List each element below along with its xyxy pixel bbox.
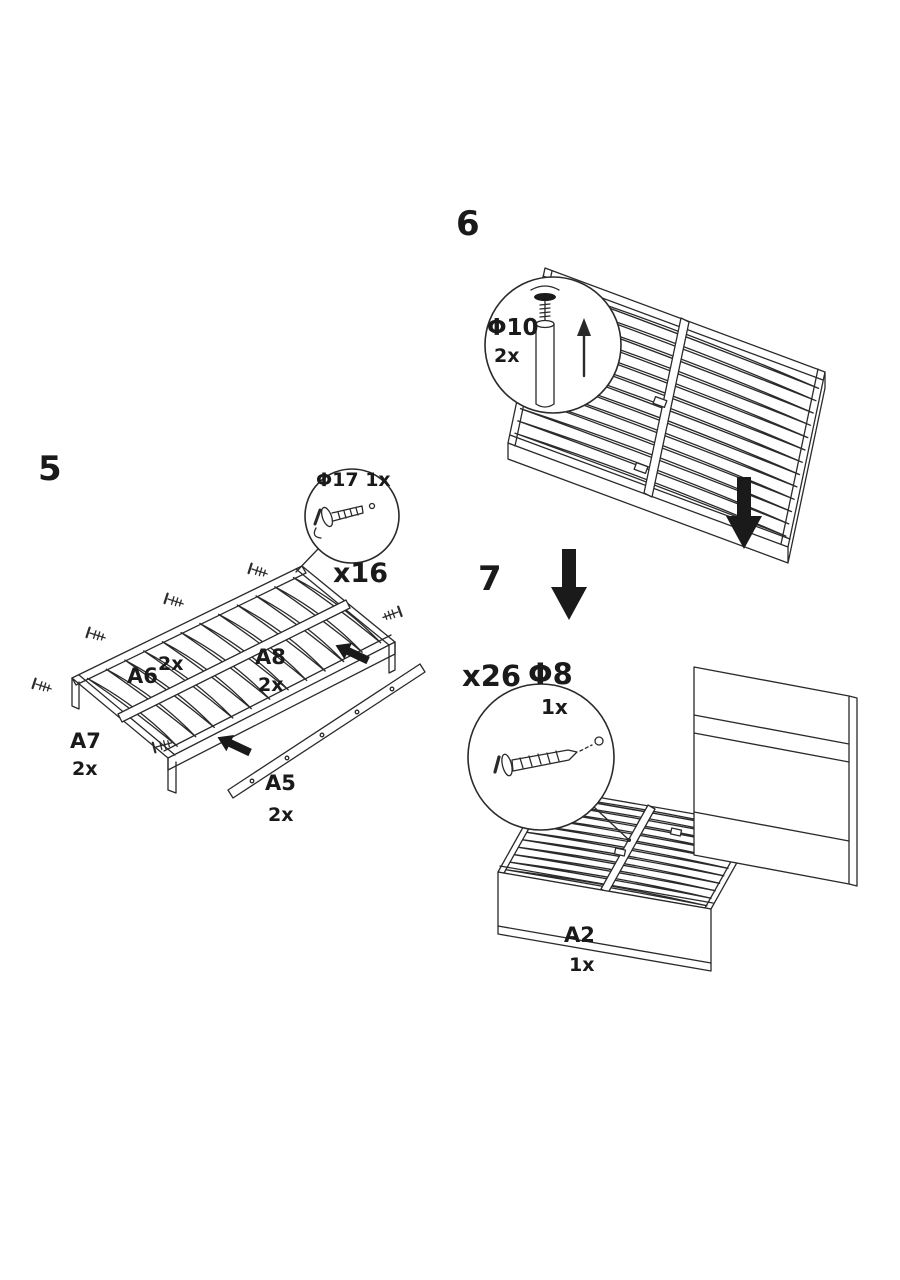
phi17-count-label: x16 <box>333 558 388 589</box>
mount-tab <box>633 462 649 474</box>
center-beam <box>643 317 690 498</box>
center-beam <box>117 599 351 723</box>
slats <box>514 284 820 537</box>
callout-leader <box>295 548 319 573</box>
part-label-A2: A2 <box>564 923 595 947</box>
part-qty-A8: 2x <box>258 674 284 696</box>
phi8-qty-label: 1x <box>541 695 568 719</box>
a5-rail <box>227 663 426 799</box>
phi10-qty-label: 2x <box>494 345 520 367</box>
mount-tab <box>652 396 668 408</box>
phi8-callout-circle <box>467 683 615 831</box>
step6-number: 6 <box>456 204 480 244</box>
phi8-screw-icon <box>493 736 604 777</box>
mount-tab <box>613 847 627 857</box>
part-qty-A6: 2x <box>158 653 184 675</box>
down-arrow-icon <box>551 549 587 620</box>
phi10-leg-icon <box>530 285 591 408</box>
side-rail <box>497 871 712 972</box>
step5-number: 5 <box>38 449 62 489</box>
mount-tab <box>669 827 683 837</box>
phi8-part-label: Φ8 <box>528 657 573 691</box>
leg <box>167 757 177 794</box>
part-label-A5: A5 <box>265 771 296 795</box>
slat-frame-front-rail <box>163 634 396 771</box>
slat-frame-back-rail <box>71 565 307 686</box>
part-label-A6: A6 <box>127 664 158 688</box>
step6-drawing <box>484 267 826 620</box>
part-qty-A2: 1x <box>569 954 595 976</box>
leg <box>71 677 80 710</box>
part-label-A7: A7 <box>70 729 101 753</box>
phi17-screw-icon <box>313 502 376 539</box>
callout-leader <box>593 806 630 841</box>
step7-drawing <box>467 666 858 972</box>
phi17-part-label: Φ17 1x <box>316 469 391 491</box>
phi10-callout-circle <box>484 276 622 414</box>
leg <box>388 641 396 674</box>
up-arrow-head <box>577 318 591 336</box>
phi10-part-label: Φ10 <box>487 315 539 341</box>
part-qty-A7: 2x <box>72 758 98 780</box>
part-qty-A5: 2x <box>268 804 294 826</box>
step7-number: 7 <box>478 559 502 599</box>
phi8-count-label: x26 <box>462 659 522 693</box>
part-label-A8: A8 <box>255 645 286 669</box>
slats <box>86 576 382 747</box>
headboard <box>693 666 858 887</box>
side-rail-edge <box>497 925 712 964</box>
slat-base-thickness <box>507 371 826 564</box>
down-arrow-icon <box>726 477 762 549</box>
step5-drawing <box>31 468 426 799</box>
